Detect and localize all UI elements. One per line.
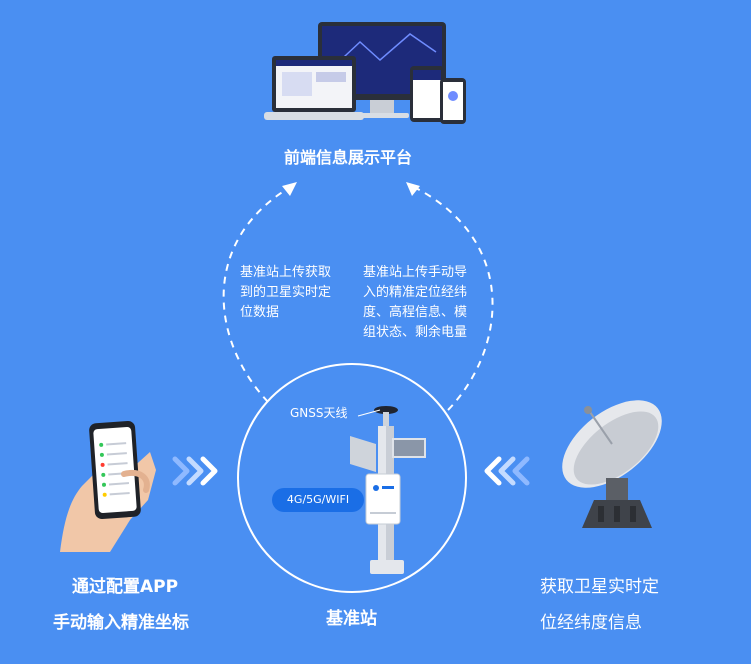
left-note-line: 位数据 [240,305,280,320]
chevrons-right-icon [172,456,218,486]
right-arrowhead [406,182,420,196]
left-arrow-note: 基准站上传获取 到的卫星实时定 位数据 [240,263,331,323]
left-arrowhead [282,182,297,196]
base-station-title: 基准站 [326,609,377,629]
platform-title: 前端信息展示平台 [284,148,413,167]
left-note-line: 基准站上传获取 [240,265,332,280]
station-circle [237,363,467,593]
base-station-device-icon [350,406,426,574]
right-note-line: 入的精准定位经纬 [363,285,468,300]
right-arrow-note: 基准站上传手动导 入的精准定位经纬 度、高程信息、模 组状态、剩余电量 [363,263,467,343]
right-note-line: 组状态、剩余电量 [363,325,468,340]
chevrons-left-icon [484,456,530,486]
satellite-dish-icon [562,400,662,528]
right-note-line: 基准站上传手动导 [363,265,468,280]
satellite-node-line-1: 获取卫星实时定 [540,577,659,597]
antenna-pointer-line [357,409,381,417]
app-node-line-2: 手动输入精准坐标 [53,613,189,633]
phone-app-icon [60,420,156,552]
satellite-node-line-2: 位经纬度信息 [540,613,642,633]
right-note-line: 度、高程信息、模 [363,305,468,320]
network-badge: 4G/5G/WIFI [272,488,364,512]
right-dashed-arc [411,185,494,411]
app-node-line-1: 通过配置APP [72,577,179,597]
left-note-line: 到的卫星实时定 [240,285,332,300]
display-platform-devices-icon [264,22,466,124]
left-dashed-arc [222,185,293,403]
gnss-antenna-label: GNSS天线 [290,406,348,420]
